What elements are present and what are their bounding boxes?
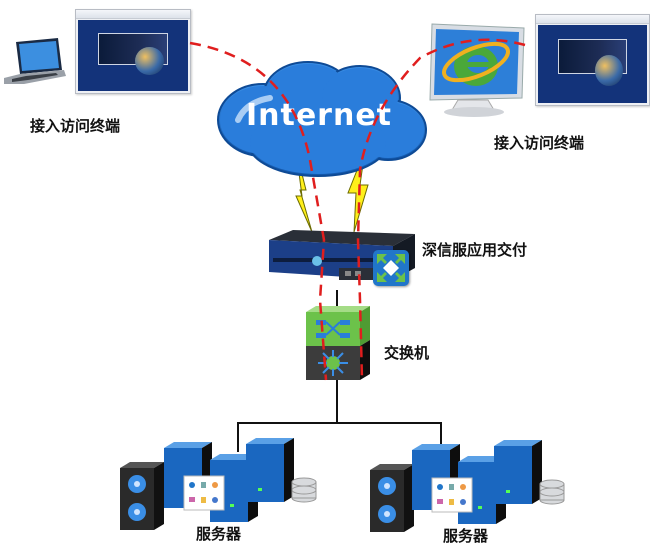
app-panel-icon [183, 475, 225, 511]
servers-left-label: 服务器 [196, 525, 242, 543]
browser-window-left [75, 9, 191, 94]
switch-label: 交换机 [384, 344, 430, 362]
switch-icon [304, 304, 372, 382]
browser-window-right [535, 14, 650, 106]
storage-tower-icon [120, 462, 164, 530]
cloud-label: Internet [245, 98, 393, 133]
database-icon [539, 479, 565, 505]
client-left-label: 接入访问终端 [30, 117, 121, 135]
server-group-right [368, 440, 568, 535]
app-panel-icon [431, 477, 473, 513]
link-switch-servers [237, 422, 442, 452]
adc-logo-icon [373, 250, 409, 286]
server-group-left [118, 438, 318, 533]
cloud-icon: Internet [208, 58, 430, 180]
server-tower-icon [246, 438, 294, 502]
adc-label: 深信服应用交付 [422, 241, 528, 259]
database-icon [291, 477, 317, 503]
servers-right-label: 服务器 [443, 527, 489, 545]
laptop-icon [2, 38, 68, 88]
storage-tower-icon [370, 464, 414, 532]
server-tower-icon [494, 440, 542, 504]
ie-monitor-icon [428, 22, 528, 118]
client-right-label: 接入访问终端 [494, 134, 585, 152]
